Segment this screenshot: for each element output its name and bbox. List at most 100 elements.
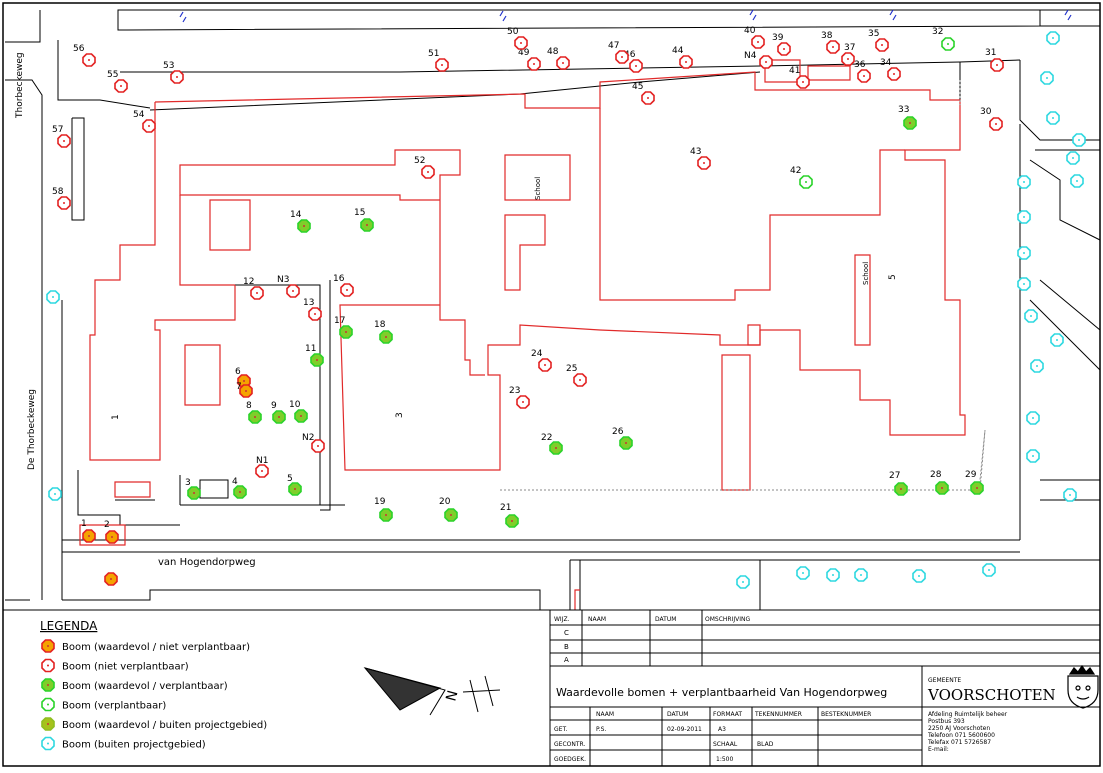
legend: LEGENDA Boom (waardevol / niet verplantb… — [40, 619, 267, 751]
tree-16: 16 — [333, 274, 354, 297]
tree-center-dot — [63, 140, 65, 142]
street-label-thorbeckeweg-top: Thorbeckeweg — [15, 52, 25, 119]
tree-number-label: 31 — [985, 48, 996, 58]
tree-number-label: 25 — [566, 364, 577, 374]
north-letter: N — [443, 689, 461, 703]
tree-number-label: 1 — [81, 519, 87, 529]
tree-23: 23 — [509, 386, 530, 409]
tree-number-label: 55 — [107, 70, 118, 80]
tree-57: 57 — [52, 125, 71, 148]
tree-13: 13 — [303, 298, 322, 321]
tree-20: 20 — [439, 497, 458, 522]
address-line-5: Telefax 071 5726587 — [927, 739, 991, 746]
tree-center-dot — [562, 62, 564, 64]
tree-number-label: 53 — [163, 61, 174, 71]
tree-12: 12 — [243, 277, 264, 300]
tree-number-label: 16 — [333, 274, 345, 284]
tree-center-dot — [685, 61, 687, 63]
tree-24: 24 — [531, 349, 552, 372]
tree-30: 30 — [980, 107, 1003, 131]
tree-44: 44 — [672, 46, 693, 69]
outside-tree — [1026, 411, 1040, 425]
north-arrow: N — [363, 667, 501, 716]
tree-N1: N1 — [255, 456, 269, 478]
tree-28: 28 — [930, 470, 949, 495]
tree-number-label: N2 — [302, 433, 314, 443]
tree-center-dot — [703, 162, 705, 164]
legend-item-label: Boom (buiten projectgebied) — [62, 740, 206, 751]
tree-49: 49 — [518, 48, 541, 71]
tree-40: 40 — [744, 26, 765, 49]
address-line-2: Postbus 393 — [928, 718, 965, 725]
dotted-boundary — [500, 80, 986, 491]
outside-tree — [1030, 359, 1044, 373]
tree-15: 15 — [354, 208, 374, 232]
tree-number-label: 10 — [289, 400, 301, 410]
tree-center-dot — [900, 488, 902, 490]
outside-trees — [46, 31, 1086, 589]
canal — [117, 9, 1100, 31]
tree-number-label: 34 — [880, 58, 892, 68]
tree-center-dot — [621, 56, 623, 58]
tree-center-dot — [805, 181, 807, 183]
tree-number-label: 41 — [789, 66, 800, 76]
tree-center-dot — [245, 390, 247, 392]
tree-7: 7 — [236, 382, 253, 398]
tb-header-tekennummer: TEKENNUMMER — [754, 711, 802, 718]
tree-52: 52 — [414, 156, 435, 179]
tree-center-dot — [1023, 252, 1025, 254]
tree-center-dot — [635, 65, 637, 67]
tree-center-dot — [1052, 117, 1054, 119]
tree-number-label: 20 — [439, 497, 451, 507]
tree-center-dot — [47, 645, 49, 647]
tree-number-label: 23 — [509, 386, 520, 396]
tree-37: 37 — [841, 43, 855, 66]
legend-item: Boom (buiten projectgebied) — [41, 736, 206, 751]
tree-number-label: 43 — [690, 147, 701, 157]
tree-number-label: 22 — [541, 433, 552, 443]
tree-number-label: 12 — [243, 277, 254, 287]
tree-center-dot — [941, 487, 943, 489]
title-block: Waardevolle bomen + verplantbaarheid Van… — [554, 686, 887, 763]
address-line-3: 2250 AJ Voorschoten — [928, 725, 990, 732]
tree-8: 8 — [246, 401, 262, 424]
tree-34: 34 — [880, 58, 901, 81]
tree-center-dot — [1069, 494, 1071, 496]
tree-center-dot — [533, 63, 535, 65]
tree-number-label: 18 — [374, 320, 386, 330]
tree-number-label: 50 — [507, 27, 519, 37]
tree-center-dot — [47, 684, 49, 686]
outside-tree — [1024, 309, 1038, 323]
tree-center-dot — [254, 416, 256, 418]
tree-27: 27 — [889, 471, 908, 496]
tb-header-formaat: FORMAAT — [713, 711, 742, 718]
outside-tree — [854, 568, 868, 582]
tree-center-dot — [52, 296, 54, 298]
tree-26: 26 — [612, 427, 633, 450]
tree-2: 2 — [104, 520, 119, 544]
tree-center-dot — [1056, 339, 1058, 341]
outside-tree — [1063, 488, 1077, 502]
tree-center-dot — [1078, 139, 1080, 141]
tb-row-goedgek: GOEDGEK. — [554, 756, 586, 763]
gemeente-crest-icon — [1067, 664, 1099, 709]
tree-number-label: 14 — [290, 210, 302, 220]
gemeente-label: GEMEENTE — [928, 677, 961, 684]
tree-center-dot — [427, 171, 429, 173]
address-line-4: Telefoon 071 5600600 — [927, 732, 995, 739]
tree-center-dot — [148, 125, 150, 127]
outside-tree — [796, 566, 810, 580]
outside-tree — [1066, 151, 1080, 165]
tree-number-label: 8 — [246, 401, 252, 411]
street-label-thorbeckeweg-left: De Thorbeckeweg — [27, 389, 37, 470]
tree-center-dot — [802, 572, 804, 574]
rev-header-naam: NAAM — [588, 616, 606, 623]
outside-tree — [1026, 449, 1040, 463]
tree-number-label: 38 — [821, 31, 833, 41]
rev-row-a: A — [564, 656, 569, 664]
legend-item: Boom (waardevol / niet verplantbaar) — [41, 639, 250, 653]
tree-center-dot — [278, 416, 280, 418]
tree-number-label: 27 — [889, 471, 900, 481]
tree-number-label: 15 — [354, 208, 365, 218]
tree-center-dot — [625, 442, 627, 444]
